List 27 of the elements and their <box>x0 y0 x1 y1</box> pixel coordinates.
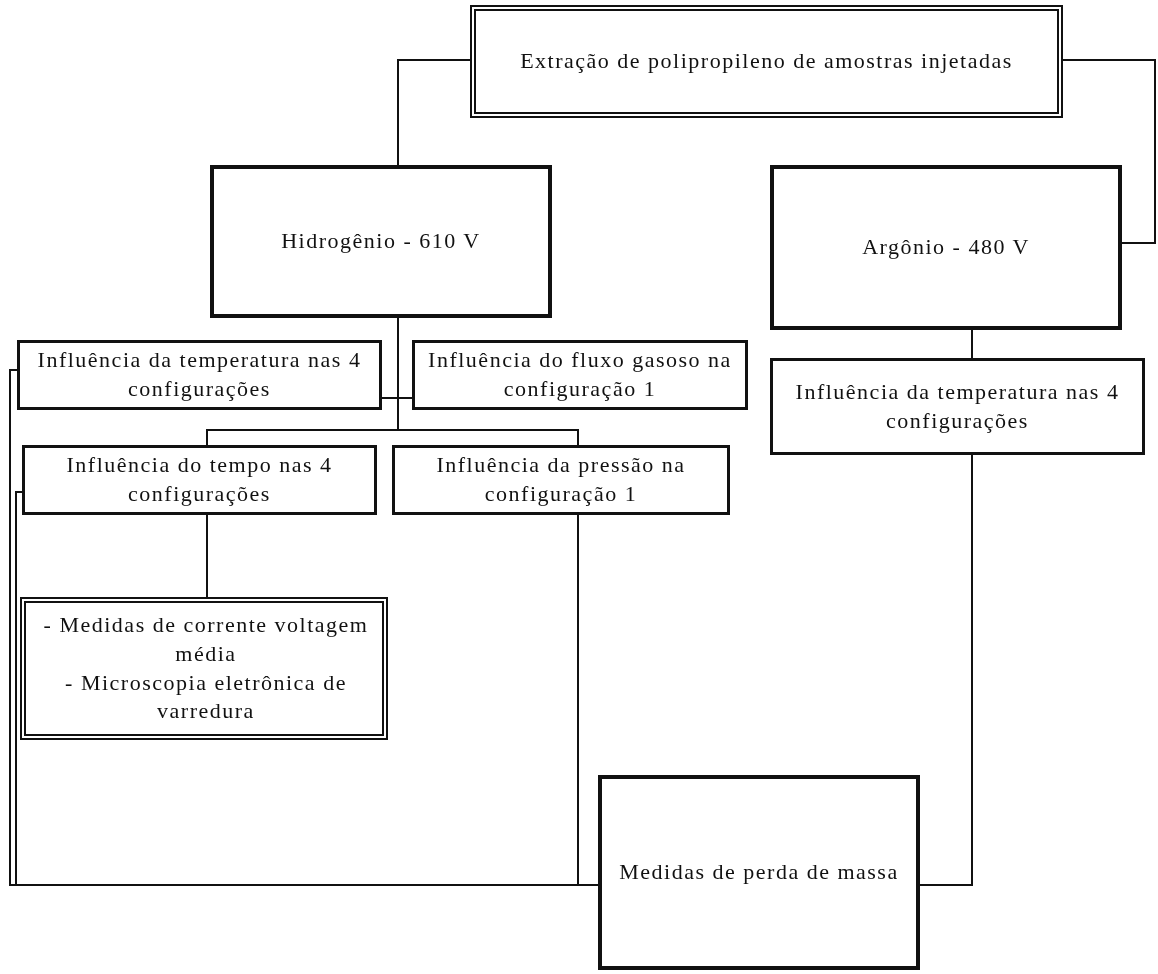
box-text: Hidrogênio - 610 V <box>281 227 481 256</box>
process-box <box>17 340 382 410</box>
process-box <box>412 340 748 410</box>
box-text: Medidas de perda de massa <box>619 858 899 887</box>
box-text: Influência do fluxo gasoso na configuração 1 <box>427 346 733 403</box>
box-text: Influência da temperatura nas 4 configurações <box>794 377 1121 435</box>
box-text: Influência da temperatura nas 4 configurações <box>36 346 363 403</box>
process-box <box>22 445 377 515</box>
connector-line <box>206 514 208 598</box>
connector-line <box>397 317 579 446</box>
process-box <box>770 165 1122 330</box>
connector-line <box>1062 59 1156 244</box>
connector-line <box>397 59 471 166</box>
process-box <box>20 597 388 740</box>
box-text: Influência da pressão na configuração 1 <box>435 451 687 508</box>
box-text: Influência do tempo nas 4 configurações <box>65 451 334 508</box>
connector-line <box>919 454 973 886</box>
process-box <box>210 165 552 318</box>
process-box <box>770 358 1145 455</box>
connector-line <box>971 329 973 359</box>
process-box <box>392 445 730 515</box>
process-box <box>598 775 920 970</box>
process-box <box>470 5 1063 118</box>
box-text: - Medidas de corrente voltagem média <box>42 611 370 668</box>
box-text: Argônio - 480 V <box>862 233 1030 262</box>
box-text: - Microscopia eletrônica de varredura <box>64 668 348 726</box>
box-text: Extração de polipropileno de amostras injetadas <box>520 47 1013 76</box>
